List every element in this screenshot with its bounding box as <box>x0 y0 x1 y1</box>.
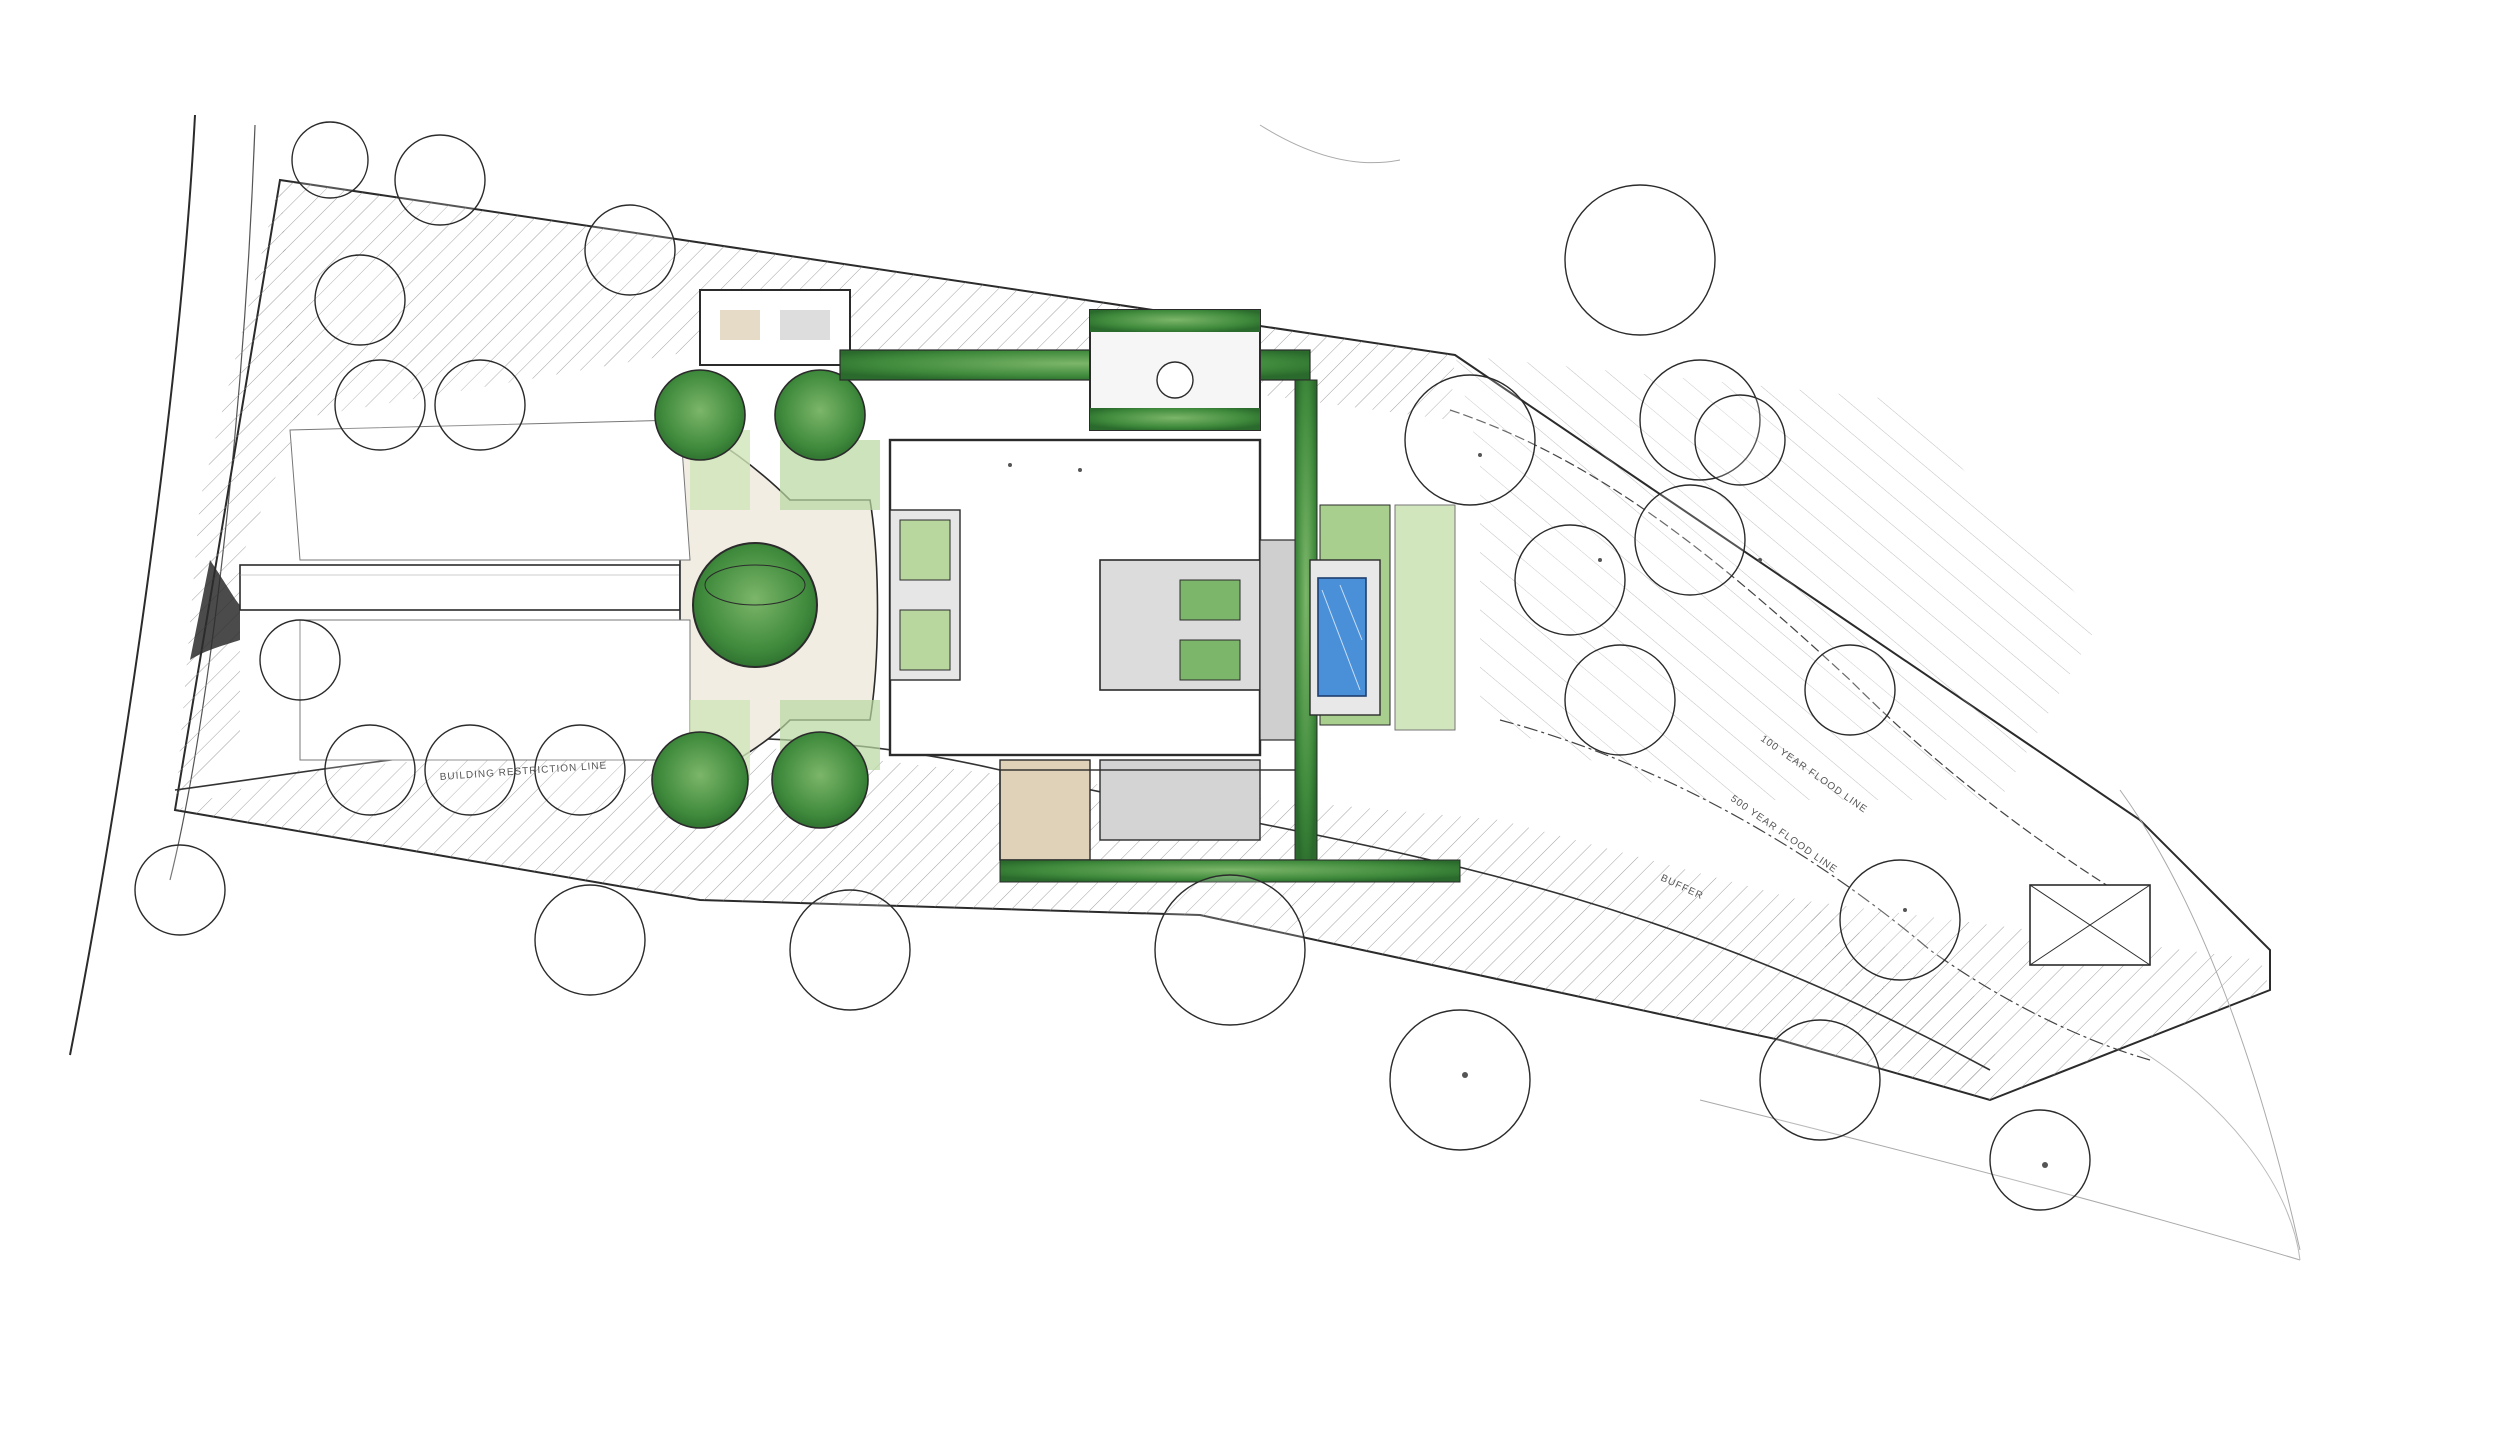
road-edge <box>69 114 196 1056</box>
lawn-north <box>289 419 691 561</box>
planting-notes <box>1008 453 2048 1168</box>
driveway <box>239 564 681 611</box>
driveway-entrance <box>190 560 240 660</box>
hatched-woods-southeast <box>1800 900 2270 1100</box>
trees <box>134 121 2091 1211</box>
flood-line-500 <box>1499 719 2151 1061</box>
flood-line-500-label: 500 YEAR FLOOD LINE <box>1728 793 1839 875</box>
hedge-south-spine <box>999 859 1461 883</box>
swimming-pool <box>1317 577 1367 697</box>
hedge-blocks <box>651 369 869 829</box>
flood-line-100 <box>1449 409 2131 901</box>
hatched-woods-south <box>175 740 2000 1100</box>
hatched-woods-west <box>175 180 300 810</box>
hatched-woods-east <box>1455 355 2100 800</box>
